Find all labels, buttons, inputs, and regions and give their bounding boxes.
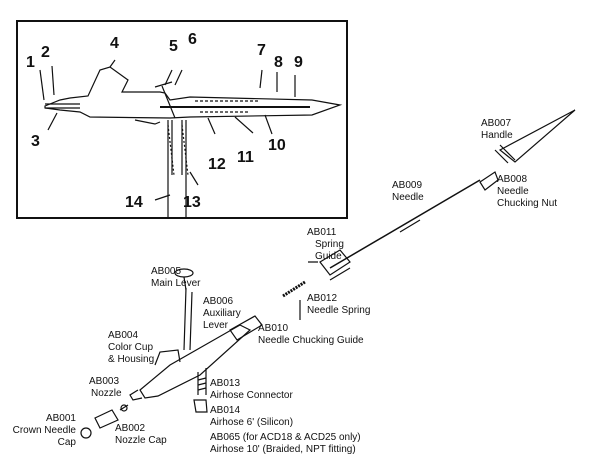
callout-14: 14 — [125, 194, 143, 211]
inset-frame — [16, 20, 348, 219]
label-ab065: AB065 (for ACD18 & ACD25 only)Airhose 10… — [210, 432, 361, 456]
callout-2: 2 — [41, 44, 50, 61]
inset-cross-section — [39, 59, 343, 218]
callout-7: 7 — [257, 42, 266, 59]
part-name: Chucking Nut — [497, 198, 558, 209]
callout-11: 11 — [237, 149, 254, 166]
part-code: AB005 — [151, 266, 182, 277]
part-name: Airhose Connector — [210, 390, 293, 401]
part-name: & Housing — [108, 354, 155, 365]
callout-12: 12 — [208, 156, 226, 173]
part-name: Spring — [315, 239, 344, 250]
part-name: Airhose 6' (Silicon) — [210, 417, 294, 428]
part-name: Cap — [57, 437, 76, 448]
part-name: Lever — [203, 320, 229, 331]
part-code: AB003 — [89, 376, 120, 387]
part-code: AB065 (for ACD18 & ACD25 only) — [210, 432, 361, 443]
part-name: Needle — [497, 186, 529, 197]
part-code: AB009 — [392, 180, 423, 191]
part-name: Needle — [392, 192, 424, 203]
part-code: AB006 — [203, 296, 234, 307]
callout-5: 5 — [169, 38, 178, 55]
part-code: AB008 — [497, 174, 528, 185]
exploded-airbrush — [80, 109, 576, 439]
part-code: AB004 — [108, 330, 139, 341]
part-name: Handle — [481, 130, 513, 141]
callout-8: 8 — [274, 54, 283, 71]
part-code: AB010 — [258, 323, 289, 334]
part-code: AB001 — [45, 413, 76, 424]
part-code: AB014 — [210, 405, 241, 416]
callout-1: 1 — [26, 54, 35, 71]
part-name: Nozzle Cap — [115, 435, 167, 446]
callout-3: 3 — [31, 133, 40, 150]
part-code: AB012 — [307, 293, 338, 304]
part-name: Airhose 10' (Braided, NPT fitting) — [210, 444, 356, 455]
part-code: AB013 — [210, 378, 241, 389]
callout-13: 13 — [183, 194, 201, 211]
part-code: AB002 — [115, 423, 146, 434]
part-name: Guide — [315, 251, 342, 262]
part-name: Auxiliary — [203, 308, 241, 319]
part-name: Needle Spring — [307, 305, 371, 316]
part-code: AB011 — [307, 227, 337, 238]
callout-10: 10 — [268, 137, 286, 154]
callout-6: 6 — [188, 31, 197, 48]
part-name: Color Cup — [108, 342, 154, 353]
part-name: Crown Needle — [12, 425, 76, 436]
part-code: AB007 — [481, 118, 512, 129]
part-name: Main Lever — [151, 278, 201, 289]
callout-4: 4 — [110, 35, 119, 52]
callout-9: 9 — [294, 54, 303, 71]
part-name: Nozzle — [91, 388, 122, 399]
part-name: Needle Chucking Guide — [258, 335, 364, 346]
